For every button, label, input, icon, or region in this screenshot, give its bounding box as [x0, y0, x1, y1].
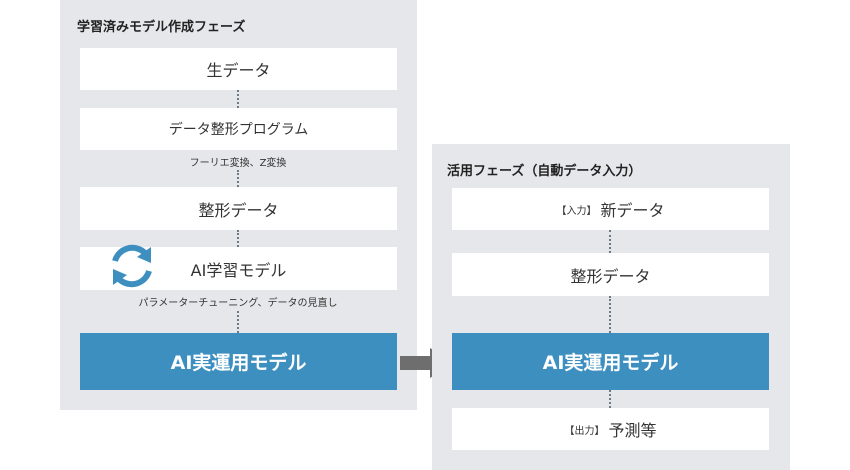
connector-dotted-line: [237, 90, 239, 108]
connector-dotted-line: [237, 311, 239, 333]
formatted-data-label: 整形データ: [198, 200, 279, 220]
new-data-box: 【入力】 新データ: [452, 188, 769, 230]
ai-learning-model-label: AI学習モデル: [190, 260, 287, 280]
new-data-label: 新データ: [600, 201, 665, 220]
utilization-phase-panel: 活用フェーズ（自動データ入力） 【入力】 新データ 整形データ AI実運用モデル…: [432, 144, 790, 470]
raw-data-box: 生データ: [80, 48, 397, 90]
model-creation-phase-panel: 学習済みモデル作成フェーズ 生データ データ整形プログラム フーリエ変換、Z変換…: [60, 0, 417, 410]
prediction-label: 予測等: [608, 421, 657, 440]
format-program-box: データ整形プログラム: [80, 108, 397, 150]
ai-operational-model-box: AI実運用モデル: [452, 333, 769, 390]
ai-operational-model-box: AI実運用モデル: [80, 333, 397, 390]
utilization-phase-title: 活用フェーズ（自動データ入力）: [447, 164, 642, 179]
connector-dotted-line: [609, 230, 611, 253]
formatted-data-box: 整形データ: [452, 253, 769, 296]
format-program-label: データ整形プログラム: [168, 122, 309, 138]
connector-dotted-line: [609, 296, 611, 333]
output-tag: 【出力】: [564, 425, 605, 437]
input-tag: 【入力】: [556, 205, 597, 217]
ai-operational-model-label: AI実運用モデル: [170, 352, 307, 374]
transform-note: フーリエ変換、Z変換: [189, 158, 287, 169]
model-creation-phase-title: 学習済みモデル作成フェーズ: [77, 20, 246, 35]
formatted-data-label: 整形データ: [570, 266, 651, 286]
raw-data-label: 生データ: [206, 61, 271, 80]
connector-dotted-line: [237, 170, 239, 187]
formatted-data-box: 整形データ: [80, 187, 397, 230]
tuning-note: パラメーターチューニング、データの見直し: [138, 298, 338, 309]
ai-operational-model-label: AI実運用モデル: [542, 352, 679, 374]
refresh-cycle-icon: [112, 244, 152, 288]
prediction-box: 【出力】 予測等: [452, 408, 769, 450]
connector-dotted-line: [609, 390, 611, 408]
connector-dotted-line: [237, 230, 239, 247]
